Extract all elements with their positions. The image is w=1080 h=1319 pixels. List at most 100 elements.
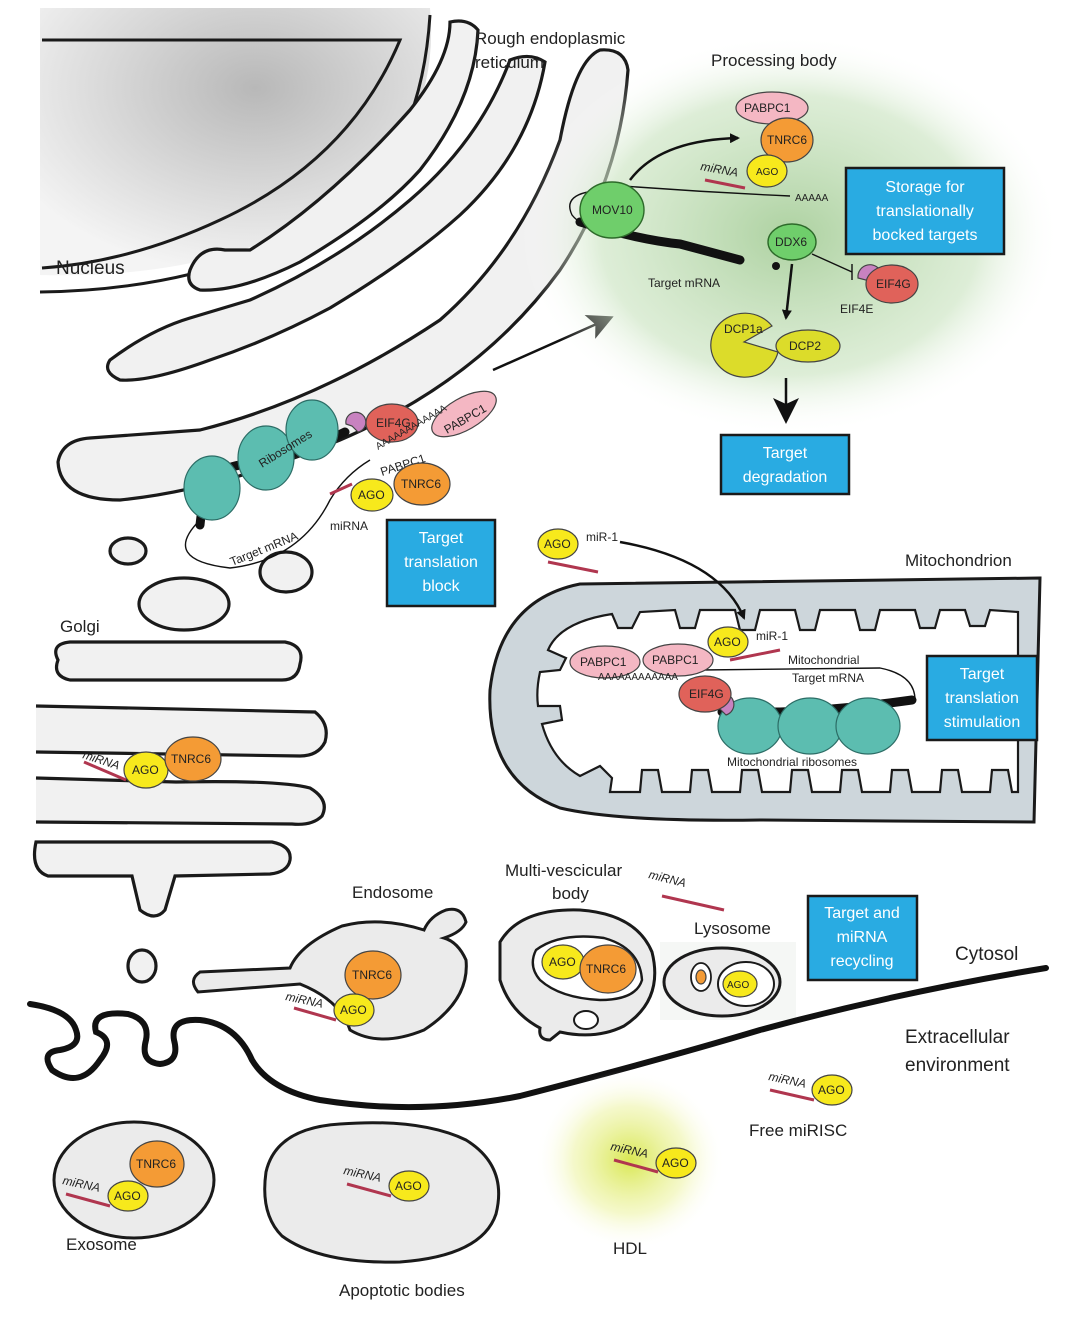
translation-block-line1: Target [419,530,464,547]
endosome-tnrc6 [344,950,402,1000]
rer-label-line2: reticulum [475,53,544,72]
storage-line3: bocked targets [873,227,978,244]
exosome: TNRC6 AGO miRNA Exosome [52,1120,216,1254]
pb-polya: AAAAA [795,193,829,204]
degradation-box [719,433,851,496]
pb-ddx6-dot [772,262,780,270]
nucleus-body [40,8,432,276]
pb-eif4g [865,264,919,304]
golgi-mirna-strand [83,760,127,782]
apoptotic-mirna-strand [346,1182,392,1198]
apoptotic-bodies: AGO miRNA Apoptotic bodies [263,1121,501,1300]
exosome-ago [107,1180,149,1212]
mito-target-mrna-thin [699,667,916,701]
pb-dcp2 [775,329,841,363]
er-tnrc6 [393,462,451,506]
box-recycling: Target and miRNA recycling [806,894,919,982]
box-degradation: Target degradation [719,433,851,496]
mitochondrion: Mitochondrion Mitochondrial ribosomes EI… [488,528,1042,824]
lysosome-tnrc6-fragment [695,969,707,985]
ribosome-1 [183,455,241,521]
exosome-tnrc6-label: TNRC6 [136,1157,176,1171]
pb-mirna-label: miRNA [699,159,739,179]
mito-pabpc1-1 [569,645,641,679]
stimulation-line2: translation [945,690,1019,707]
er-eif4g [365,403,419,443]
mito-eif4g-label: EIF4G [689,687,724,701]
small-vesicles [108,536,314,984]
er-eif4e [345,411,367,433]
golgi-cisterna-3 [35,776,326,826]
endosome-ago [333,993,375,1027]
er-cisterna-2 [106,54,547,382]
extracellular-label-1: Extracellular [905,1027,1010,1048]
pb-tnrc6 [760,117,814,163]
lysosome-ago-label: AGO [727,980,749,991]
vesicle-2 [258,550,314,594]
endosome: Endosome TNRC6 AGO miRNA [192,883,468,1041]
vesicle-4 [126,948,158,984]
recycling-box [806,894,919,982]
mvb-tnrc6 [579,944,637,994]
translation-block-box [385,518,497,608]
endosome-ago-label: AGO [340,1003,367,1017]
box-translation-block: Target translation block [385,518,497,608]
golgi-ago-label: AGO [132,763,159,777]
golgi-cisterna-1 [54,640,303,682]
mvb-ago-label: AGO [549,955,576,969]
extracellular-label-2: environment [905,1055,1010,1076]
mvb-tnrc6-label: TNRC6 [586,962,626,976]
stimulation-line1: Target [960,666,1005,683]
golgi: Golgi AGO TNRC6 miRNA [32,617,328,918]
ribosome-2 [237,425,295,491]
mito-ago-label: AGO [714,635,741,649]
exosome-ago-label: AGO [114,1189,141,1203]
free-mirisc-label: Free miRISC [749,1121,847,1140]
mito-pabpc1-2-label: PABPC1 [652,653,699,667]
hdl-label: HDL [613,1239,647,1258]
golgi-tnrc6-label: TNRC6 [171,752,211,766]
free-mirisc-strand [769,1088,815,1102]
apoptotic-ago [388,1170,430,1202]
plasma-membrane [27,965,1049,1111]
golgi-cisterna-2 [35,704,328,758]
er-cisterna-1 [187,19,480,292]
exosome-mirna-strand [65,1192,111,1208]
endosome-label: Endosome [352,883,433,902]
er-translation-complex: Ribosomes EIF4G PABPC1 AAAAAAAAAAAA PABP… [183,390,497,569]
pb-dcp2-label: DCP2 [789,339,821,353]
pb-curve-arrow [629,133,740,181]
lysosome-ago [722,970,758,998]
storage-line2: translationally [876,203,974,220]
pb-ago [746,154,788,188]
box-storage: Storage for translationally bocked targe… [844,166,1006,256]
vesicle-1 [108,536,148,566]
er-mirna-strand [329,482,353,496]
pb-ddx6-label: DDX6 [775,235,807,249]
er-mirna-label: miRNA [330,519,368,533]
degradation-line2: degradation [743,469,828,486]
mito-pabpc1-2 [642,643,714,677]
pb-ddx6 [767,223,817,261]
translation-stimulation-box [925,654,1039,742]
mito-target-label-2: Target mRNA [792,671,864,685]
free-cyto-mirna: miRNA [647,867,725,912]
mitochondrion-label: Mitochondrion [905,551,1012,570]
multivesicular-body: Multi-vescicular body AGO TNRC6 [498,861,657,1042]
pb-tnrc6-label: TNRC6 [767,133,807,147]
translation-block-line2: translation [404,554,478,571]
cyto-ago-mir1-label: AGO [544,537,571,551]
stimulation-line3: stimulation [944,714,1020,731]
exosome-label: Exosome [66,1235,137,1254]
free-mirisc-ago [811,1074,853,1106]
processing-body: Processing body PABPC1 TNRC6 AGO miRNA A… [520,35,1060,435]
endosome-tnrc6-label: TNRC6 [352,968,392,982]
nucleus-label: Nucleus [56,258,125,279]
mvb-label-line1: Multi-vescicular [505,861,622,880]
storage-line1: Storage for [885,179,965,196]
free-mirisc-mirna-label: miRNA [767,1069,807,1091]
golgi-label: Golgi [60,617,100,636]
mito-ago [707,626,749,658]
free-mirisc-ago-label: AGO [818,1083,845,1097]
er-tnrc6-label: TNRC6 [401,477,441,491]
